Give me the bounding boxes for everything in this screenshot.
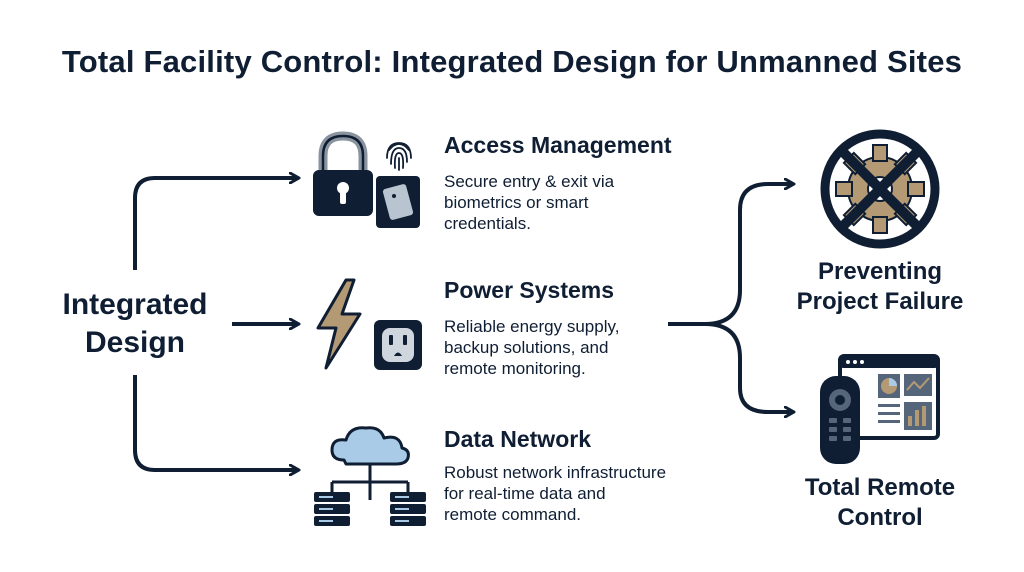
smart-card-icon <box>374 174 422 230</box>
power-outlet-icon <box>372 318 424 372</box>
cloud-icon <box>310 420 434 530</box>
hub-line-1: Integrated <box>62 288 208 321</box>
remote-dashboard-icon <box>818 352 942 466</box>
desc-line: remote command. <box>444 505 581 524</box>
arrow-to-data <box>133 375 298 470</box>
desc-line: biometrics or smart <box>444 193 589 212</box>
lightning-bolt-icon <box>312 276 364 372</box>
component-title-power: Power Systems <box>444 277 615 303</box>
desc-line: for real-time data and <box>444 484 606 503</box>
component-desc-power: Reliable energy supply, backup solutions… <box>444 316 734 379</box>
hub-line-2: Design <box>84 326 186 359</box>
component-title-access: Access Management <box>444 132 672 158</box>
outcome-label-preventing: Preventing Project Failure <box>760 257 1000 317</box>
desc-line: remote monitoring. <box>444 359 586 378</box>
desc-line: Reliable energy supply, <box>444 317 620 336</box>
page-title: Total Facility Control: Integrated Desig… <box>61 44 963 79</box>
server-rack-icon <box>314 492 426 526</box>
arrow-to-access <box>133 178 298 270</box>
arrow-to-outcome-1 <box>668 184 793 326</box>
desc-line: Robust network infrastructure <box>444 463 667 482</box>
crossed-gear-icon <box>818 128 942 250</box>
arrow-to-outcome-2 <box>704 322 793 412</box>
outcome-line: Preventing <box>817 258 943 285</box>
hub-label: Integrated Design <box>40 286 230 362</box>
fingerprint-icon <box>384 138 414 172</box>
outcome-line: Control <box>837 504 923 531</box>
desc-line: backup solutions, and <box>444 338 609 357</box>
outcome-line: Total Remote <box>804 474 956 501</box>
component-title-data: Data Network <box>444 426 591 452</box>
component-desc-access: Secure entry & exit via biometrics or sm… <box>444 171 734 234</box>
desc-line: Secure entry & exit via <box>444 172 615 191</box>
padlock-icon <box>310 130 376 220</box>
outcome-line: Project Failure <box>796 288 964 315</box>
desc-line: credentials. <box>444 214 531 233</box>
outcome-label-remote-control: Total Remote Control <box>760 473 1000 533</box>
component-desc-data: Robust network infrastructure for real-t… <box>444 462 734 525</box>
